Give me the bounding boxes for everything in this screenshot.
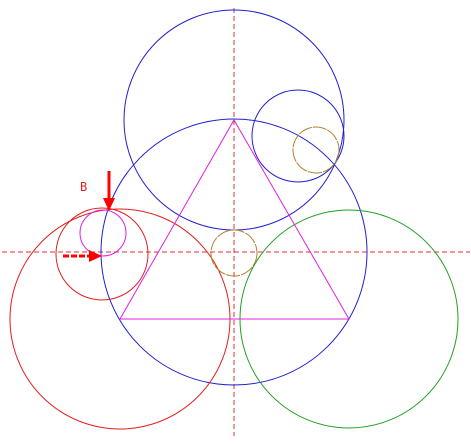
magenta-triangle (119, 118, 350, 320)
red-circle-small (55, 207, 149, 301)
down-arrow-icon (103, 171, 115, 211)
blue-circle-small (251, 89, 345, 183)
olive-circle-upper (292, 126, 340, 174)
olive-circle-center (210, 229, 258, 277)
magenta-circle-small (79, 209, 127, 257)
blue-circle-center (100, 118, 368, 386)
label-b: B (80, 180, 87, 194)
right-arrow-icon (63, 250, 102, 262)
